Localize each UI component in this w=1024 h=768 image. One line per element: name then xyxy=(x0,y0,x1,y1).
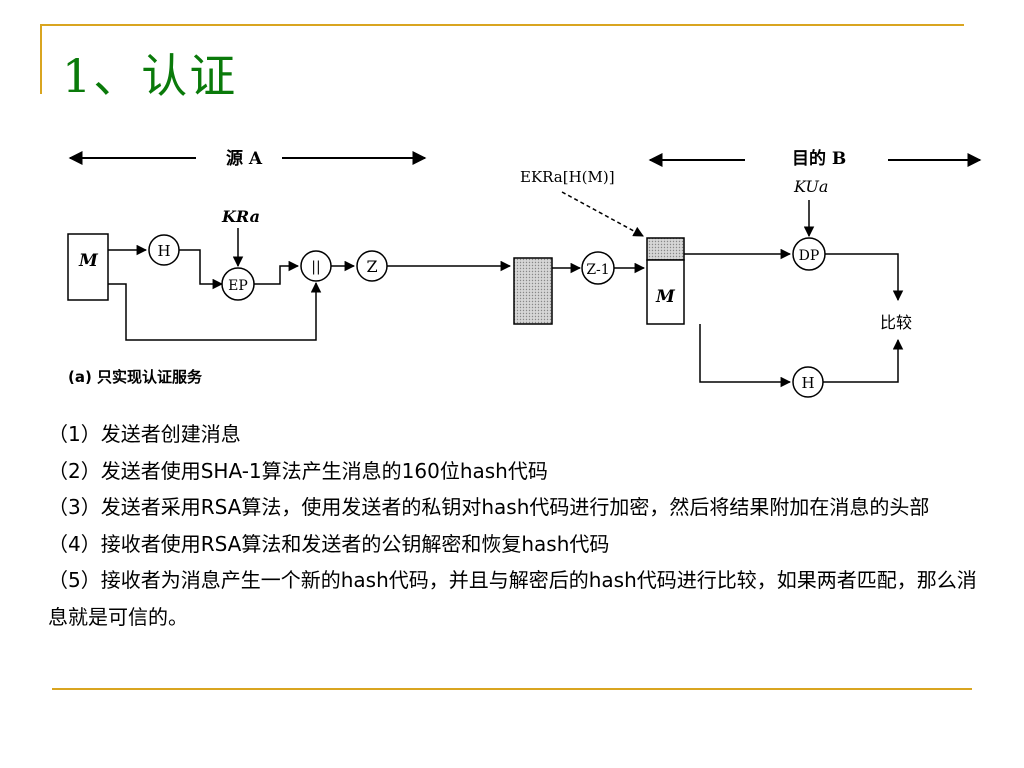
arrow-hash-to-ep xyxy=(179,249,224,290)
received-message-label: M xyxy=(655,287,676,307)
message-box xyxy=(67,233,109,301)
message-label: M xyxy=(78,251,99,271)
received-message-box xyxy=(646,259,685,325)
hash-label-receiver: H xyxy=(801,374,814,392)
note-line-1: （1）发送者创建消息 xyxy=(48,422,241,446)
note-line-3: （3）发送者采用RSA算法，使用发送者的私钥对hash代码进行加密，然后将结果附… xyxy=(48,495,930,519)
authentication-diagram: 源 A 目的 B M H KRa EP || Z Z-1 M EKRa[H(M)… xyxy=(67,148,982,398)
compress-label: Z xyxy=(366,257,377,276)
bottom-rule xyxy=(52,688,972,690)
received-signature-block xyxy=(646,237,685,261)
note-line-4: （4）接收者使用RSA算法和发送者的公钥解密和恢复hash代码 xyxy=(48,531,610,556)
signature-pointer xyxy=(561,191,644,237)
concat-label: || xyxy=(311,259,320,275)
transmitted-block xyxy=(513,257,553,325)
note-line-5: （5）接收者为消息产生一个新的hash代码，并且与解密后的hash代码进行比较，… xyxy=(48,568,977,629)
arrow-hash-to-compare xyxy=(823,338,904,383)
top-rule xyxy=(40,24,964,26)
public-key-label: KUa xyxy=(793,177,828,196)
source-label: 源 A xyxy=(226,148,263,169)
left-rule xyxy=(40,24,42,94)
private-key-label: KRa xyxy=(221,207,260,226)
arrow-m-to-hash-receiver xyxy=(699,324,792,388)
diagram-caption: (a) 只实现认证服务 xyxy=(68,368,203,386)
arrow-ep-to-concat xyxy=(254,260,300,285)
decrypt-label: DP xyxy=(799,248,820,264)
explanation-notes: （1）发送者创建消息 （2）发送者使用SHA-1算法产生消息的160位hash代… xyxy=(48,416,978,635)
note-line-2: （2）发送者使用SHA-1算法产生消息的160位hash代码 xyxy=(48,458,548,483)
hash-label-source: H xyxy=(157,242,170,260)
encrypt-label: EP xyxy=(228,278,248,294)
dest-label: 目的 B xyxy=(792,148,846,169)
decompress-label: Z-1 xyxy=(586,262,609,278)
arrow-dp-to-compare xyxy=(825,253,904,302)
compare-label: 比较 xyxy=(880,313,912,332)
slide-title: 1、认证 xyxy=(62,49,238,103)
signature-annotation: EKRa[H(M)] xyxy=(520,168,615,186)
arrow-m-to-concat xyxy=(108,281,322,341)
